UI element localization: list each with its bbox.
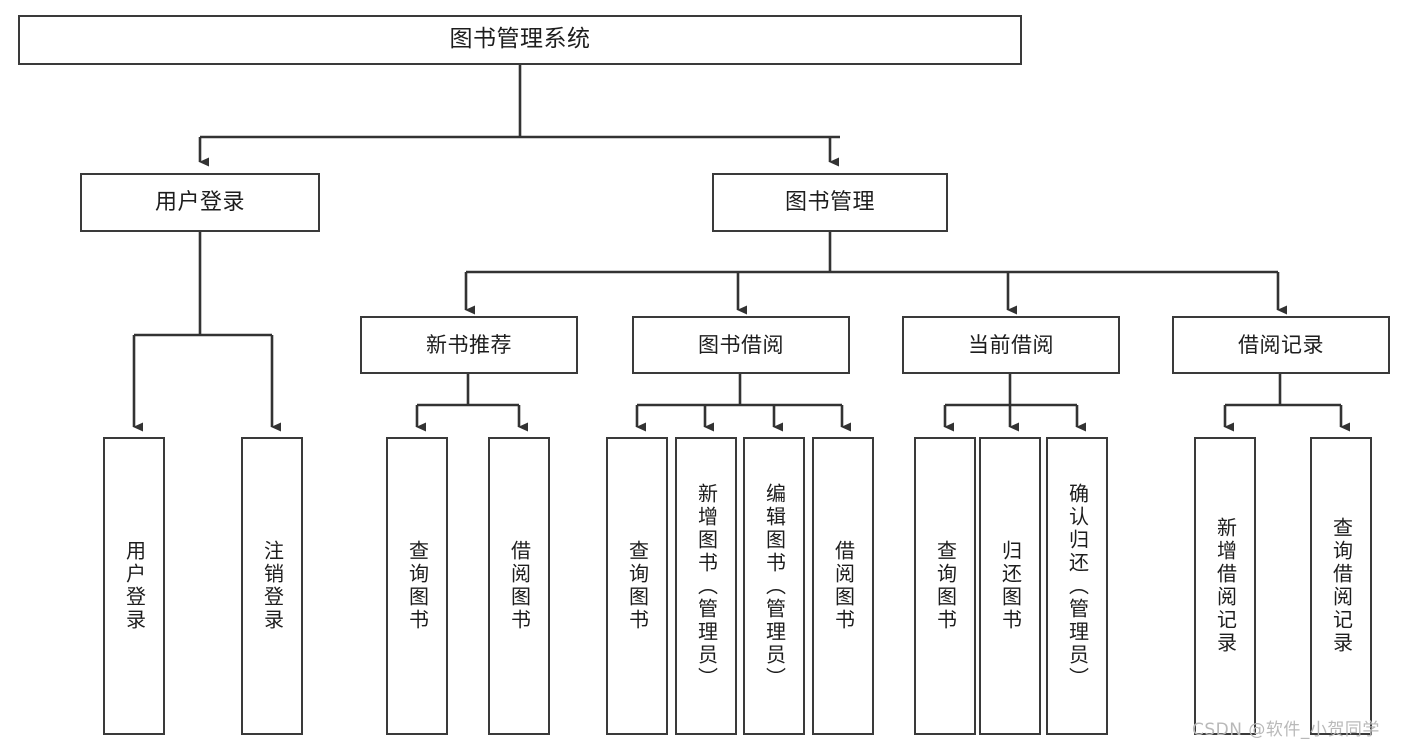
node-leaf-newbook-borrow-books[interactable]: 借阅图书 xyxy=(488,437,550,735)
node-root-label: 图书管理系统 xyxy=(449,26,591,53)
node-leaf-user-login[interactable]: 用户登录 xyxy=(103,437,165,735)
node-current-borrow[interactable]: 当前借阅 xyxy=(902,316,1120,374)
node-leaf-newbook-borrow-books-label: 借阅图书 xyxy=(507,540,532,632)
node-root-book-management-system[interactable]: 图书管理系统 xyxy=(18,15,1022,65)
node-leaf-borrow-add-book-admin-label: 新增图书（管理员） xyxy=(694,482,719,690)
node-leaf-newbook-query-books-label: 查询图书 xyxy=(405,540,430,632)
node-book-management[interactable]: 图书管理 xyxy=(712,173,948,232)
node-borrow-records[interactable]: 借阅记录 xyxy=(1172,316,1390,374)
node-leaf-current-return-books-label: 归还图书 xyxy=(998,540,1023,632)
node-leaf-records-query-record[interactable]: 查询借阅记录 xyxy=(1310,437,1372,735)
node-leaf-logout-label: 注销登录 xyxy=(260,540,285,632)
node-current-borrow-label: 当前借阅 xyxy=(968,332,1054,357)
node-leaf-records-add-record-label: 新增借阅记录 xyxy=(1213,517,1238,655)
csdn-watermark: CSDN @软件_小贺同学 xyxy=(1192,720,1380,740)
node-leaf-records-query-record-label: 查询借阅记录 xyxy=(1329,517,1354,655)
node-leaf-borrow-edit-book-admin-label: 编辑图书（管理员） xyxy=(762,482,787,690)
node-leaf-current-confirm-return-admin-label: 确认归还（管理员） xyxy=(1065,482,1090,690)
node-borrow-records-label: 借阅记录 xyxy=(1238,332,1324,357)
node-leaf-borrow-query-books[interactable]: 查询图书 xyxy=(606,437,668,735)
node-leaf-borrow-borrow-books[interactable]: 借阅图书 xyxy=(812,437,874,735)
node-book-management-label: 图书管理 xyxy=(784,189,875,215)
node-user-login[interactable]: 用户登录 xyxy=(80,173,320,232)
node-leaf-current-query-books[interactable]: 查询图书 xyxy=(914,437,976,735)
node-user-login-label: 用户登录 xyxy=(154,189,245,215)
node-leaf-newbook-query-books[interactable]: 查询图书 xyxy=(386,437,448,735)
node-leaf-logout[interactable]: 注销登录 xyxy=(241,437,303,735)
node-leaf-borrow-borrow-books-label: 借阅图书 xyxy=(831,540,856,632)
node-leaf-user-login-label: 用户登录 xyxy=(122,540,147,632)
node-book-borrow[interactable]: 图书借阅 xyxy=(632,316,850,374)
node-leaf-current-query-books-label: 查询图书 xyxy=(933,540,958,632)
node-leaf-current-return-books[interactable]: 归还图书 xyxy=(979,437,1041,735)
node-leaf-current-confirm-return-admin[interactable]: 确认归还（管理员） xyxy=(1046,437,1108,735)
node-book-borrow-label: 图书借阅 xyxy=(698,332,784,357)
node-leaf-borrow-edit-book-admin[interactable]: 编辑图书（管理员） xyxy=(743,437,805,735)
node-leaf-borrow-query-books-label: 查询图书 xyxy=(625,540,650,632)
node-leaf-borrow-add-book-admin[interactable]: 新增图书（管理员） xyxy=(675,437,737,735)
node-new-book-recommend[interactable]: 新书推荐 xyxy=(360,316,578,374)
node-new-book-recommend-label: 新书推荐 xyxy=(426,332,512,357)
node-leaf-records-add-record[interactable]: 新增借阅记录 xyxy=(1194,437,1256,735)
